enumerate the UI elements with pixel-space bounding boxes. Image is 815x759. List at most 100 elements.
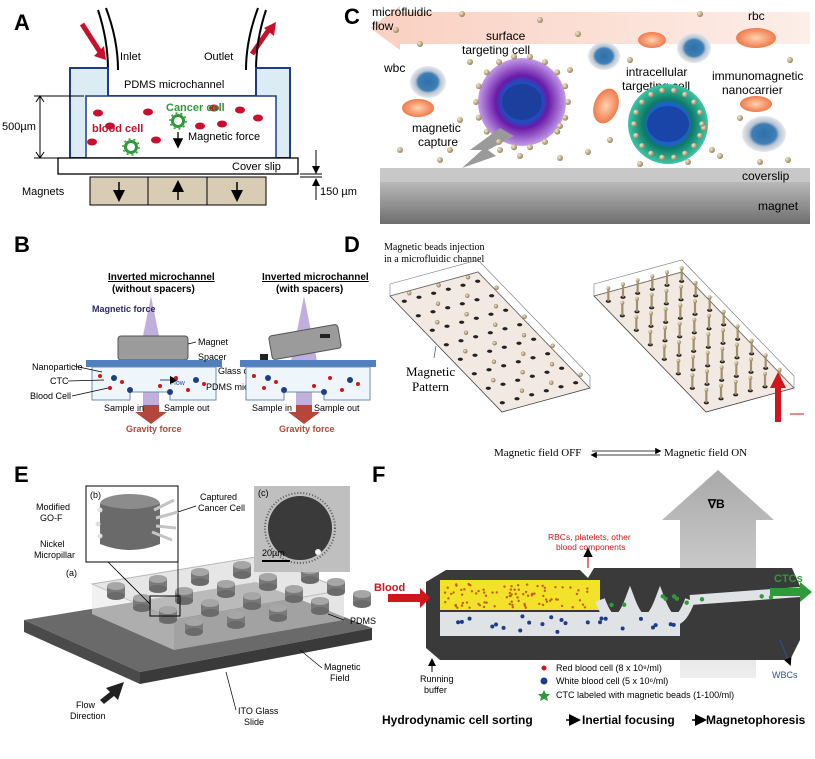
pattern-dot [444, 324, 450, 328]
rbc-dot [533, 592, 536, 595]
bead [575, 31, 581, 37]
rbc-dot [447, 597, 450, 600]
bead [407, 291, 412, 296]
pillar-top [133, 594, 151, 602]
wbc-cell [588, 42, 620, 70]
panel-b-label: B [14, 232, 30, 257]
rbc-dot [517, 588, 520, 591]
pillar-top [185, 618, 203, 626]
pattern-dot [573, 381, 579, 385]
bead [437, 157, 443, 163]
inlet-label: Inlet [120, 51, 141, 63]
outflow-arrow [249, 26, 273, 56]
pattern-dot [459, 320, 465, 324]
wbc-dot [549, 615, 554, 620]
rbc-dot [482, 588, 485, 591]
magnetic-pattern-dots [401, 266, 783, 405]
magnet-block-tilted [268, 324, 342, 360]
bead [549, 380, 554, 385]
bead [463, 349, 468, 354]
wbc-dot [501, 625, 506, 630]
rbc-cell [638, 32, 666, 48]
ctc-dot [759, 594, 764, 599]
legend-red: Red blood cell (8 x 10⁹/ml) [556, 663, 662, 673]
wbc-dot [620, 626, 625, 631]
rbc-dot [569, 586, 572, 589]
pattern-dot [429, 328, 435, 332]
panel-a: A Inlet Outlet PDMS microchannel [2, 7, 357, 206]
rbc-dot [586, 587, 589, 590]
pattern-dot [430, 310, 436, 314]
bead [639, 143, 645, 149]
panel-d-label: D [344, 232, 360, 257]
legend-white: White blood cell (5 x 10⁶/ml) [556, 676, 668, 686]
inlet-tube [97, 9, 109, 71]
spacer-block [260, 354, 268, 360]
ctc-label: CTC [50, 376, 69, 386]
pillar-base [259, 583, 277, 591]
bead [648, 91, 654, 98]
wbc-label: wbc [383, 61, 405, 75]
bead [749, 338, 754, 343]
ctc-dot [347, 377, 353, 383]
legend-ctc: CTC labeled with magnetic beads (1-100/m… [556, 690, 734, 700]
rbc-dot [561, 586, 564, 589]
blood-cell-dot [328, 376, 332, 380]
ctc-dot [663, 596, 668, 601]
bead [550, 343, 555, 348]
wbc-dot [520, 614, 525, 619]
pattern-dot [559, 366, 565, 370]
bead [639, 99, 645, 105]
bead [682, 150, 688, 157]
rbc-dot [543, 586, 546, 589]
wbc-cell [677, 33, 711, 63]
rbc-cell [736, 28, 776, 48]
bead [492, 341, 497, 346]
bead [649, 311, 653, 316]
ctc-dot [127, 387, 133, 393]
bead [631, 121, 637, 127]
rbc-dot [550, 598, 553, 601]
bead [671, 154, 677, 161]
bead [557, 123, 563, 129]
bead [748, 375, 753, 380]
rbc-dot [517, 599, 520, 603]
pillar-body [301, 570, 319, 580]
magnet-label: Magnet [198, 337, 229, 347]
rbc-dot [554, 598, 558, 601]
pillar-top [159, 606, 177, 614]
rbc-dot [491, 591, 494, 594]
pillar-base [217, 590, 235, 598]
bead [697, 11, 703, 17]
bead [526, 144, 533, 151]
captured-cell [151, 498, 179, 542]
pattern-dot [530, 356, 536, 360]
field-off-label: Magnetic field OFF [494, 447, 581, 459]
blood-cell-label: Blood Cell [30, 391, 71, 401]
wbc-cell [410, 66, 446, 98]
rbc-dot [484, 594, 488, 597]
blood-cell-dot [158, 384, 162, 388]
pattern-dot [475, 279, 481, 283]
rbc-dot [452, 591, 455, 594]
pattern-dot [445, 306, 451, 310]
bead [717, 153, 723, 159]
pillar-top [233, 561, 251, 569]
rbc-dot [524, 606, 527, 609]
bead [691, 336, 696, 341]
pillar-base [353, 600, 371, 608]
rbc-dot [468, 606, 471, 609]
bead [664, 288, 669, 293]
panel-f: F ∇B Blood CTCs RBCs, platelets, other b… [372, 462, 812, 727]
panel-e: E (b) Modified GO-F Nickel Micropillar C… [14, 462, 376, 727]
bead [737, 115, 743, 121]
pillar-body [353, 594, 371, 604]
panel-e-label: E [14, 462, 29, 487]
wbc-dot [650, 625, 655, 630]
rbc-dot [544, 598, 548, 601]
bead [585, 149, 591, 155]
bead [734, 361, 739, 366]
pdms-label: PDMS microchannel [124, 79, 224, 91]
bead [436, 283, 441, 288]
bead [447, 147, 453, 153]
